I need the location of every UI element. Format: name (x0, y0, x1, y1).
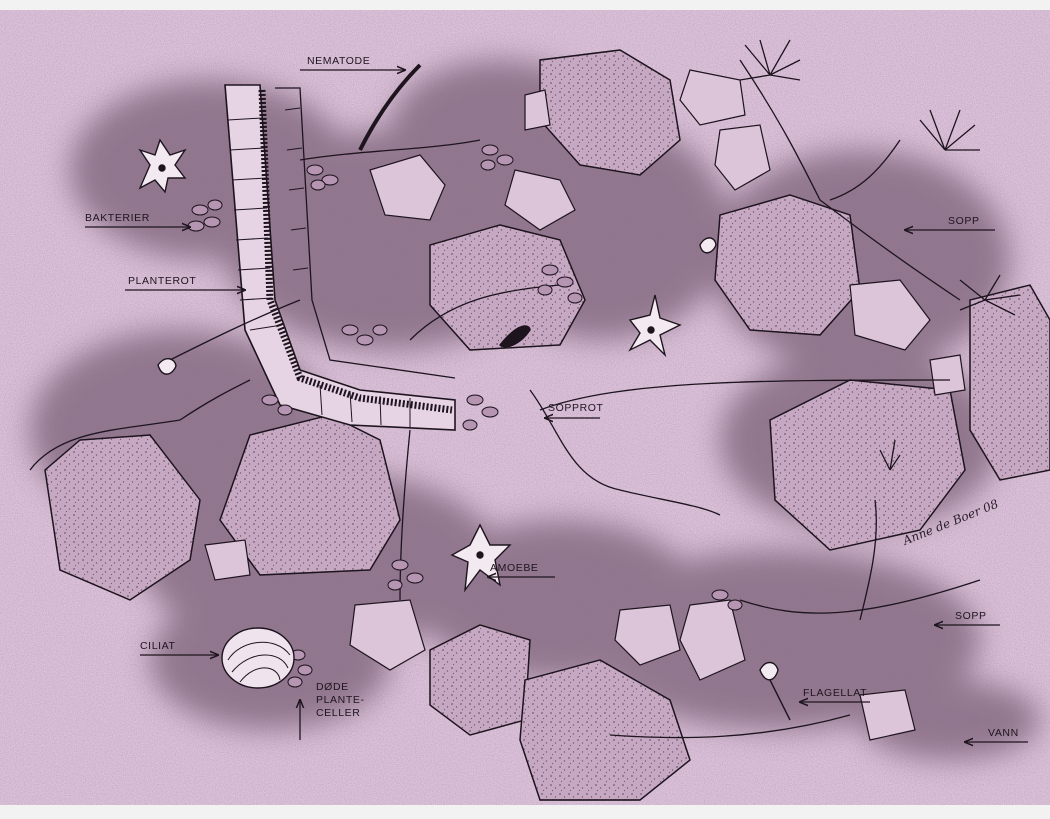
label-sopp-top: SOPP (948, 215, 980, 227)
bottom-margin (0, 805, 1050, 819)
label-planterot: PLANTEROT (128, 275, 196, 287)
ciliat-figure (222, 628, 294, 688)
label-sopprot: SOPPROT (548, 402, 604, 414)
label-dode-1: DØDE (316, 681, 349, 693)
label-bakterier: BAKTERIER (85, 212, 150, 224)
label-vann: VANN (988, 727, 1019, 739)
label-dode-2: PLANTE- (316, 694, 365, 706)
label-ciliat: CILIAT (140, 640, 176, 652)
label-flagellat: FLAGELLAT (803, 687, 867, 699)
top-margin (0, 0, 1050, 10)
label-amoebe: AMOEBE (490, 562, 539, 574)
label-sopp-bottom: SOPP (955, 610, 987, 622)
label-dode-3: CELLER (316, 707, 360, 719)
label-nematode: NEMATODE (307, 55, 370, 67)
